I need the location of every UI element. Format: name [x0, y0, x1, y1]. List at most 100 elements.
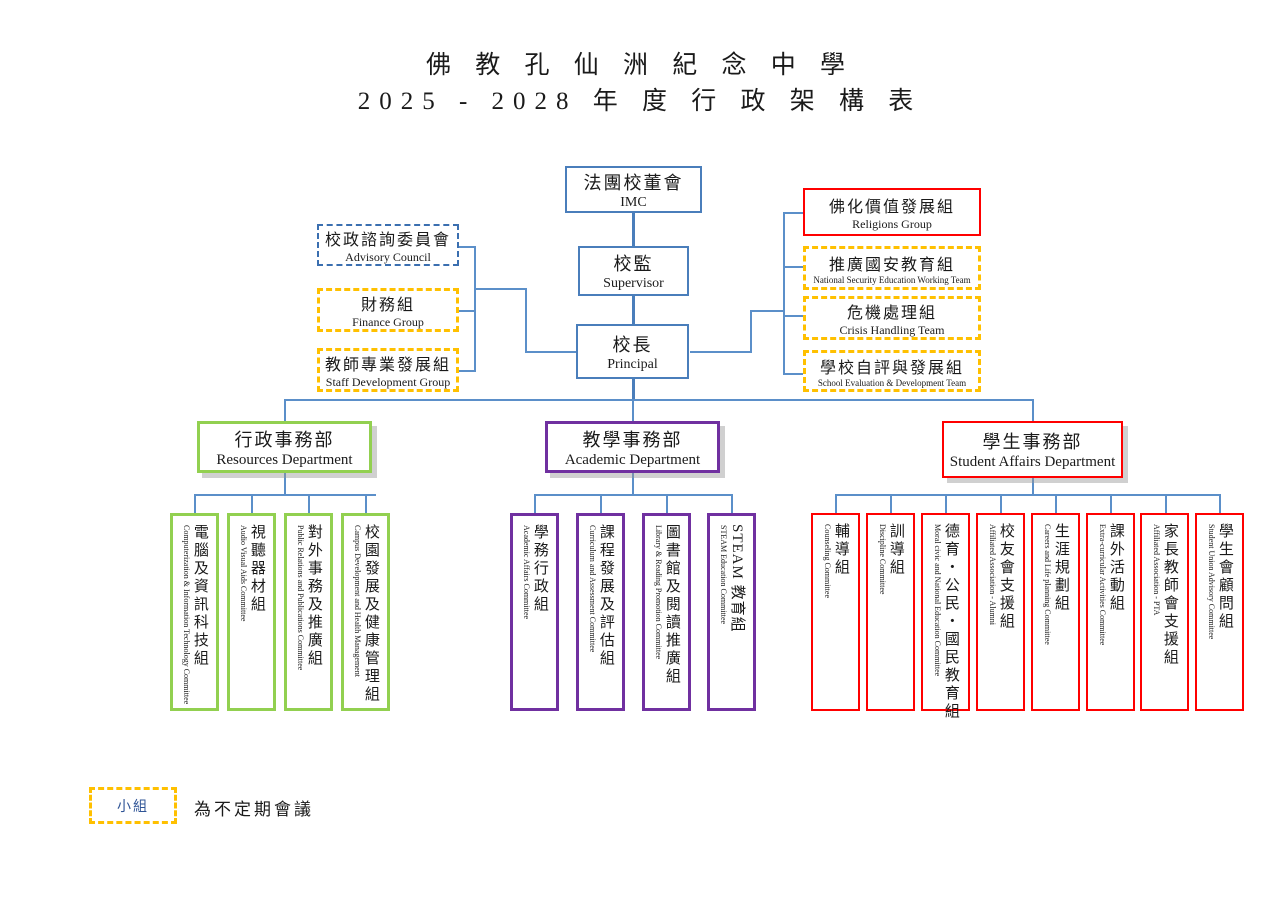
connector-dept-drop-student: [1032, 399, 1034, 421]
node-advisory-council[interactable]: 校政諮詢委員會 Advisory Council: [317, 224, 459, 266]
node-library-reading-promotion-committee[interactable]: 圖書館及閱讀推廣組 Library & Reading Promotion Co…: [642, 513, 691, 711]
node-public-relations-publications-committee-en: Public Relations and Publications Commit…: [296, 525, 306, 671]
node-school-evaluation-development-team[interactable]: 學校自評與發展組 School Evaluation & Development…: [803, 350, 981, 392]
node-supervisor-cn: 校監: [613, 254, 654, 274]
node-curriculum-assessment-committee-en: Curriculum and Assessment Committee: [588, 525, 598, 653]
node-curriculum-assessment-committee[interactable]: 課程發展及評估組 Curriculum and Assessment Commi…: [576, 513, 625, 711]
connector-dept-drop-resources: [284, 399, 286, 421]
connector-resources-bus: [194, 494, 376, 496]
node-academic-department[interactable]: 教學事務部 Academic Department: [545, 421, 720, 473]
node-resources-department-cn: 行政事務部: [234, 429, 335, 450]
node-moral-civic-national-education-committee-cn: 德育・公民・國民教育組: [942, 523, 959, 721]
connector-academic-child-1: [534, 494, 536, 513]
connector-left-riser-outer: [525, 288, 527, 353]
node-curriculum-assessment-committee-cn: 課程發展及評估組: [597, 524, 614, 668]
node-audio-visual-aids-committee[interactable]: 視聽器材組 Audio Visual Aids Committee: [227, 513, 276, 711]
node-extra-curricular-activities-committee[interactable]: 課外活動組 Extra-curricular Activities Commit…: [1086, 513, 1135, 711]
connector-academic-child-3: [666, 494, 668, 513]
connector-supervisor-principal: [632, 296, 635, 324]
node-computerization-it-committee[interactable]: 電腦及資訊科技組 Computerization & Information T…: [170, 513, 219, 711]
node-campus-development-health-management-cn: 校園發展及健康管理組: [362, 524, 379, 704]
node-audio-visual-aids-committee-en: Audio Visual Aids Committee: [239, 525, 249, 622]
node-national-security-education-team[interactable]: 推廣國安教育組 National Security Education Work…: [803, 246, 981, 290]
node-student-affairs-department[interactable]: 學生事務部 Student Affairs Department: [942, 421, 1123, 478]
node-affiliated-association-alumni-en: Affiliated Association - Alumni: [988, 524, 998, 625]
node-student-union-advisory-committee-en: Student Union Advisory Committee: [1207, 524, 1217, 640]
node-student-affairs-department-cn: 學生事務部: [982, 432, 1083, 452]
node-supervisor[interactable]: 校監 Supervisor: [578, 246, 689, 296]
node-crisis-handling-team-en: Crisis Handling Team: [839, 322, 945, 337]
node-academic-department-cn: 教學事務部: [582, 429, 683, 450]
connector-left-branch-2: [459, 310, 476, 312]
connector-resources-child-1: [194, 494, 196, 513]
node-crisis-handling-team-cn: 危機處理組: [846, 304, 937, 322]
node-academic-department-en: Academic Department: [564, 451, 701, 468]
node-counseling-committee[interactable]: 輔導組 Counseling Committee: [811, 513, 860, 711]
node-audio-visual-aids-committee-cn: 視聽器材組: [248, 524, 265, 614]
node-careers-life-planning-committee[interactable]: 生涯規劃組 Careers and Life planning Committe…: [1031, 513, 1080, 711]
node-academic-affairs-committee[interactable]: 學務行政組 Academic Affairs Committee: [510, 513, 559, 711]
connector-student-child-4: [1000, 494, 1002, 513]
node-principal[interactable]: 校長 Principal: [576, 324, 689, 379]
node-resources-department[interactable]: 行政事務部 Resources Department: [197, 421, 372, 473]
connector-departments-bus: [284, 399, 1033, 401]
node-resources-department-en: Resources Department: [216, 451, 353, 468]
node-principal-en: Principal: [607, 356, 658, 372]
node-staff-development-group[interactable]: 教師專業發展組 Staff Development Group: [317, 348, 459, 392]
node-staff-development-group-cn: 教師專業發展組: [324, 356, 451, 374]
node-moral-civic-national-education-committee[interactable]: 德育・公民・國民教育組 Moral civic and National Edu…: [921, 513, 970, 721]
node-counseling-committee-en: Counseling Committee: [823, 524, 833, 598]
node-student-union-advisory-committee-cn: 學生會顧問組: [1216, 523, 1233, 631]
node-affiliated-association-pta[interactable]: 家長教師會支援組 Affiliated Association - PTA: [1140, 513, 1189, 711]
node-finance-group[interactable]: 財務組 Finance Group: [317, 288, 459, 332]
node-principal-cn: 校長: [612, 334, 653, 355]
connector-student-child-5: [1055, 494, 1057, 513]
connector-dept-drop-academic: [632, 399, 634, 421]
connector-academic-child-2: [600, 494, 602, 513]
node-steam-education-committee[interactable]: STEAM 教育組 STEAM Education Committee: [707, 513, 756, 711]
node-student-union-advisory-committee[interactable]: 學生會顧問組 Student Union Advisory Committee: [1195, 513, 1244, 711]
node-careers-life-planning-committee-en: Careers and Life planning Committee: [1043, 524, 1053, 645]
node-affiliated-association-alumni-cn: 校友會支援組: [997, 523, 1014, 631]
connector-resources-child-2: [251, 494, 253, 513]
node-staff-development-group-en: Staff Development Group: [325, 374, 451, 389]
node-supervisor-en: Supervisor: [603, 276, 664, 291]
connector-left-branch-3: [459, 370, 476, 372]
node-finance-group-en: Finance Group: [352, 314, 424, 329]
node-religions-group-cn: 佛化價值發展組: [828, 198, 955, 216]
connector-student-child-3: [945, 494, 947, 513]
node-school-evaluation-development-team-cn: 學校自評與發展組: [819, 360, 964, 377]
node-finance-group-cn: 財務組: [360, 296, 415, 314]
page-title: 佛 教 孔 仙 洲 紀 念 中 學 2025 - 2028 年 度 行 政 架 …: [0, 48, 1280, 120]
node-religions-group[interactable]: 佛化價值發展組 Religions Group: [803, 188, 981, 236]
node-campus-development-health-management[interactable]: 校園發展及健康管理組 Campus Development and Health…: [341, 513, 390, 711]
node-public-relations-publications-committee[interactable]: 對外事務及推廣組 Public Relations and Publicatio…: [284, 513, 333, 711]
node-religions-group-en: Religions Group: [852, 216, 932, 231]
connector-imc-supervisor: [632, 212, 635, 246]
connector-right-branch-2: [783, 266, 803, 268]
node-crisis-handling-team[interactable]: 危機處理組 Crisis Handling Team: [803, 296, 981, 340]
node-public-relations-publications-committee-cn: 對外事務及推廣組: [305, 524, 322, 668]
connector-left-branch-1: [459, 246, 476, 248]
connector-right-riser-outer: [750, 310, 752, 353]
node-school-evaluation-development-team-en: School Evaluation & Development Team: [817, 378, 967, 388]
node-moral-civic-national-education-committee-en: Moral civic and National Education Commi…: [933, 524, 943, 677]
connector-resources-child-3: [308, 494, 310, 513]
connector-right-jog: [750, 310, 784, 312]
connector-right-branch-1: [783, 212, 803, 214]
connector-student-stem: [1032, 478, 1034, 495]
node-imc[interactable]: 法團校董會 IMC: [565, 166, 702, 213]
node-discipline-committee[interactable]: 訓導組 Discipline Committee: [866, 513, 915, 711]
title-line-school: 佛 教 孔 仙 洲 紀 念 中 學: [425, 52, 854, 79]
connector-principal-left-stub: [525, 351, 587, 353]
node-affiliated-association-pta-en: Affiliated Association - PTA: [1152, 524, 1162, 616]
node-library-reading-promotion-committee-cn: 圖書館及閱讀推廣組: [663, 524, 680, 686]
connector-student-child-6: [1110, 494, 1112, 513]
legend-sample-label: 小組: [117, 799, 149, 815]
node-affiliated-association-alumni[interactable]: 校友會支援組 Affiliated Association - Alumni: [976, 513, 1025, 711]
connector-academic-bus: [534, 494, 732, 496]
connector-academic-stem: [632, 473, 634, 495]
node-library-reading-promotion-committee-en: Library & Reading Promotion Committee: [654, 525, 664, 660]
connector-principal-right-stub: [690, 351, 752, 353]
node-national-security-education-team-en: National Security Education Working Team: [813, 275, 971, 285]
